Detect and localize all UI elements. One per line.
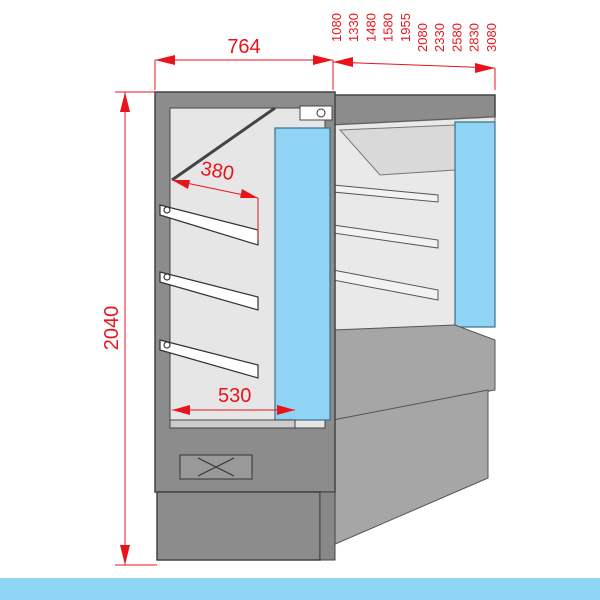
dimension-lines	[115, 55, 496, 566]
length-option: 2330	[432, 23, 447, 52]
length-option: 1330	[346, 13, 361, 42]
base-depth-label: 530	[218, 385, 251, 407]
shelf-bracket-2	[159, 271, 259, 311]
length-option: 1955	[398, 13, 413, 42]
case-profile	[154, 91, 336, 561]
case-side-view	[332, 94, 496, 546]
width-label: 764	[227, 36, 260, 58]
footer-bar	[0, 578, 600, 600]
length-option: 3080	[484, 23, 499, 52]
side-glass	[274, 127, 331, 421]
shelf-bracket-1	[159, 204, 259, 246]
length-option: 2830	[467, 23, 482, 52]
shelf-bracket-3	[159, 339, 259, 379]
height-label: 2040	[101, 306, 123, 351]
length-option: 1080	[329, 13, 344, 42]
plinth	[156, 491, 321, 561]
length-option: 2580	[449, 23, 464, 52]
length-option: 1480	[363, 13, 378, 42]
side-glass-far	[454, 121, 496, 328]
length-option: 1580	[381, 13, 396, 42]
length-option: 2080	[415, 23, 430, 52]
